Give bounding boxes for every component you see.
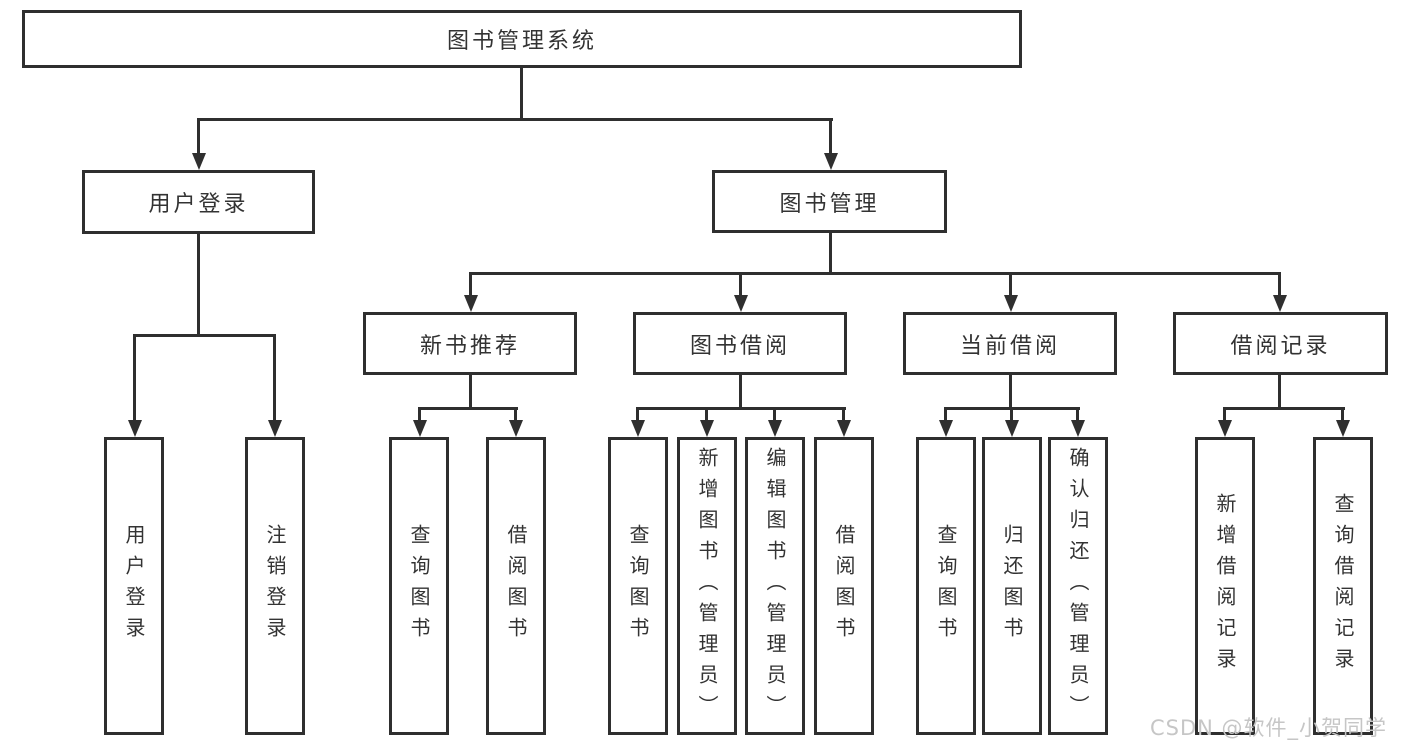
arrow-down-icon (768, 420, 782, 437)
arrow-down-icon (192, 153, 206, 170)
leaf-label: 注销登录 (263, 524, 287, 648)
leaf-add-borrow-record: 新增借阅记录 (1195, 437, 1255, 735)
arrow-down-icon (824, 153, 838, 170)
connector-hline (197, 118, 833, 121)
connector-vline (739, 272, 742, 298)
connector-hline (1223, 407, 1345, 410)
connector-vline (829, 118, 832, 156)
leaf-label: 查询借阅记录 (1331, 493, 1355, 679)
connector-vline (469, 272, 472, 298)
leaf-label: 查询图书 (934, 524, 958, 648)
leaf-add-book-admin: 新增图书（管理员） (677, 437, 737, 735)
leaf-borrow-borrow-books: 借阅图书 (814, 437, 874, 735)
connector-vline (1341, 407, 1344, 423)
leaf-return-books: 归还图书 (982, 437, 1042, 735)
connector-vline (197, 118, 200, 156)
arrow-down-icon (509, 420, 523, 437)
arrow-down-icon (128, 420, 142, 437)
connector-vline (197, 234, 200, 337)
node-book-borrow: 图书借阅 (633, 312, 847, 375)
connector-hline (418, 407, 518, 410)
arrow-down-icon (1218, 420, 1232, 437)
node-label: 新书推荐 (419, 333, 520, 359)
arrow-down-icon (700, 420, 714, 437)
node-label: 当前借阅 (959, 333, 1060, 359)
node-current-borrow: 当前借阅 (903, 312, 1117, 375)
leaf-label: 新增借阅记录 (1213, 493, 1237, 679)
leaf-label: 借阅图书 (504, 524, 528, 648)
node-label: 借阅记录 (1230, 333, 1331, 359)
arrow-down-icon (1273, 295, 1287, 312)
arrow-down-icon (1005, 420, 1019, 437)
node-label: 图书借阅 (689, 333, 790, 359)
connector-hline (636, 407, 846, 410)
arrow-down-icon (413, 420, 427, 437)
leaf-logout: 注销登录 (245, 437, 305, 735)
connector-vline (1223, 407, 1226, 423)
leaf-confirm-return-admin: 确认归还（管理员） (1048, 437, 1108, 735)
leaf-user-login: 用户登录 (104, 437, 164, 735)
connector-vline (469, 375, 472, 410)
arrow-down-icon (939, 420, 953, 437)
leaf-recommend-borrow-books: 借阅图书 (486, 437, 546, 735)
connector-vline (520, 68, 523, 121)
connector-vline (636, 407, 639, 423)
connector-vline (1010, 407, 1013, 423)
node-borrow-records: 借阅记录 (1173, 312, 1388, 375)
connector-vline (944, 407, 947, 423)
arrow-down-icon (1071, 420, 1085, 437)
leaf-label: 确认归还（管理员） (1066, 446, 1090, 726)
connector-hline (133, 334, 276, 337)
connector-vline (1076, 407, 1079, 423)
connector-vline (739, 375, 742, 410)
node-library-management-system: 图书管理系统 (22, 10, 1022, 68)
connector-vline (418, 407, 421, 423)
leaf-borrow-query-books: 查询图书 (608, 437, 668, 735)
arrow-down-icon (1336, 420, 1350, 437)
leaf-edit-book-admin: 编辑图书（管理员） (745, 437, 805, 735)
arrow-down-icon (268, 420, 282, 437)
arrow-down-icon (1004, 295, 1018, 312)
connector-vline (829, 233, 832, 275)
connector-vline (1278, 272, 1281, 298)
watermark: CSDN @软件_小贺同学 (1150, 716, 1388, 740)
arrow-down-icon (734, 295, 748, 312)
node-book-management: 图书管理 (712, 170, 947, 233)
leaf-recommend-query-books: 查询图书 (389, 437, 449, 735)
connector-hline (469, 272, 1281, 275)
connector-vline (842, 407, 845, 423)
leaf-label: 新增图书（管理员） (695, 446, 719, 726)
connector-vline (1009, 375, 1012, 410)
arrow-down-icon (464, 295, 478, 312)
leaf-query-borrow-record: 查询借阅记录 (1313, 437, 1373, 735)
connector-vline (514, 407, 517, 423)
node-label: 图书管理系统 (446, 29, 597, 54)
connector-vline (1009, 272, 1012, 298)
arrow-down-icon (631, 420, 645, 437)
node-label: 图书管理 (779, 191, 880, 217)
leaf-label: 用户登录 (122, 524, 146, 648)
connector-vline (1278, 375, 1281, 410)
connector-vline (133, 334, 136, 423)
arrow-down-icon (837, 420, 851, 437)
connector-vline (773, 407, 776, 423)
connector-vline (705, 407, 708, 423)
leaf-label: 编辑图书（管理员） (763, 446, 787, 726)
leaf-label: 查询图书 (407, 524, 431, 648)
leaf-label: 查询图书 (626, 524, 650, 648)
connector-vline (273, 334, 276, 423)
node-user-login: 用户登录 (82, 170, 315, 234)
node-label: 用户登录 (148, 192, 249, 217)
node-new-book-recommend: 新书推荐 (363, 312, 577, 375)
leaf-label: 归还图书 (1000, 524, 1024, 648)
leaf-label: 借阅图书 (832, 524, 856, 648)
leaf-current-query-books: 查询图书 (916, 437, 976, 735)
